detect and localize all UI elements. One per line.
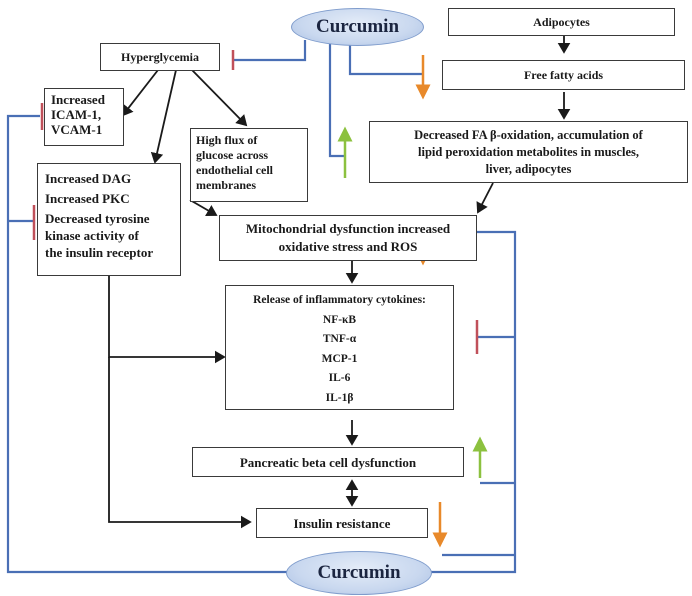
link-curcumin-bottom-left-loop <box>6 114 290 574</box>
arrow-fa-oxidation-mito <box>476 182 494 214</box>
adipocytes-label: Adipocytes <box>533 14 590 29</box>
arrow-dag-cytokines <box>108 276 226 364</box>
fa-oxidation-line: lipid peroxidation metabolites in muscle… <box>418 144 639 159</box>
pancreatic-box: Pancreatic beta cell dysfunction <box>192 447 464 477</box>
cytokine-item: MCP-1 <box>321 352 358 365</box>
link-curcumin-hyperglycemia <box>233 40 307 62</box>
hyperglycemia-box: Hyperglycemia <box>100 43 220 71</box>
curcumin-top-label: Curcumin <box>315 16 400 37</box>
curcumin-bottom-node: Curcumin <box>286 551 432 595</box>
free-fatty-acids-box: Free fatty acids <box>442 60 685 90</box>
link-curcumin-fa-oxidation <box>328 44 345 158</box>
arrow-highflux-mito <box>189 199 218 216</box>
fa-oxidation-line: liver, adipocytes <box>485 161 572 176</box>
arrow-hyperglycemia-icam <box>121 69 159 117</box>
high-flux-box: High flux of glucose across endothelial … <box>190 128 308 202</box>
pkc-line: Increased PKC <box>45 191 130 206</box>
cytokine-item: NF-κB <box>322 313 357 326</box>
hyperglycemia-label: Hyperglycemia <box>121 49 199 64</box>
icam-line: ICAM-1, <box>51 107 102 122</box>
arrow-hyperglycemia-highflux <box>191 69 248 127</box>
curcumin-top-node: Curcumin <box>291 8 424 46</box>
high-flux-line: membranes <box>196 178 256 192</box>
link-curcumin-ffa <box>348 42 423 76</box>
adipocytes-box: Adipocytes <box>448 8 675 36</box>
cytokine-item: IL-1β <box>325 391 354 404</box>
cytokine-item: IL-6 <box>328 372 351 384</box>
arrow-hyperglycemia-dag <box>150 69 177 164</box>
dag-line: Increased DAG <box>45 171 132 186</box>
arrow-dag-insulin <box>108 357 252 529</box>
increase-arrows <box>337 126 488 478</box>
tyrosine-line: the insulin receptor <box>45 245 154 260</box>
mito-line: Mitochondrial dysfunction increased <box>245 221 451 236</box>
icam-line: Increased <box>51 92 105 107</box>
cytokines-title: Release of inflammatory cytokines: <box>253 294 426 306</box>
inhibit-bars <box>32 50 479 354</box>
insulin-resistance-box: Insulin resistance <box>256 508 428 538</box>
insulin-resistance-label: Insulin resistance <box>293 515 391 531</box>
flow-arrows <box>108 34 571 529</box>
dag-pkc-box: Increased DAG Increased PKC Decreased ty… <box>37 163 181 276</box>
icam-box: Increased ICAM-1, VCAM-1 <box>44 88 124 146</box>
icam-line: VCAM-1 <box>51 122 103 137</box>
cytokine-item: TNF-α <box>322 333 357 345</box>
high-flux-line: endothelial cell <box>196 163 273 177</box>
pancreatic-label: Pancreatic beta cell dysfunction <box>239 454 417 470</box>
free-fatty-acids-label: Free fatty acids <box>523 67 604 82</box>
tyrosine-line: Decreased tyrosine <box>45 211 150 226</box>
fa-oxidation-box: Decreased FA β-oxidation, accumulation o… <box>369 121 688 183</box>
fa-oxidation-line: Decreased FA β-oxidation, accumulation o… <box>414 127 643 142</box>
tyrosine-line: kinase activity of <box>45 228 139 243</box>
mito-line: oxidative stress and ROS <box>278 239 418 254</box>
mitochondrial-box: Mitochondrial dysfunction increased oxid… <box>219 215 477 261</box>
high-flux-line: glucose across <box>196 148 269 162</box>
cytokines-box: Release of inflammatory cytokines: NF-κB… <box>225 285 454 410</box>
curcumin-bottom-label: Curcumin <box>317 562 401 583</box>
high-flux-line: High flux of <box>196 133 258 147</box>
